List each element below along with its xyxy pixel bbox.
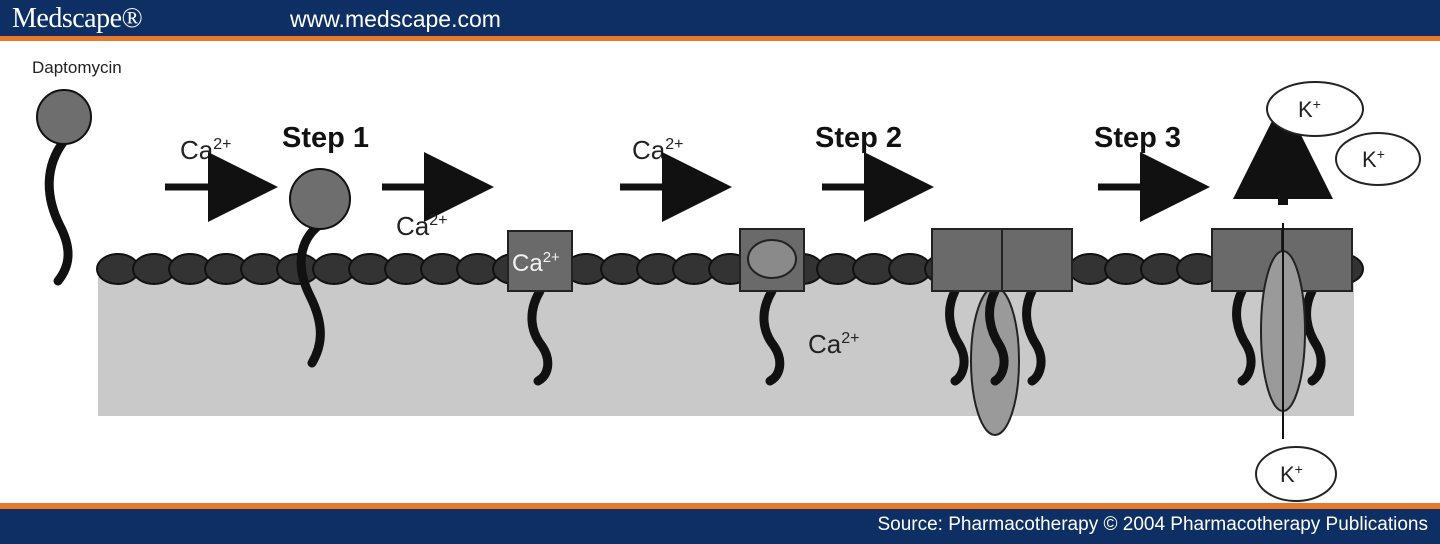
header-stripe xyxy=(0,36,1440,41)
svg-text:K+: K+ xyxy=(1280,461,1303,487)
step1-label: Step 1 xyxy=(282,122,369,154)
daptomycin-label: Daptomycin xyxy=(32,58,122,77)
ca-complex xyxy=(507,230,573,292)
svg-text:K+: K+ xyxy=(1362,146,1385,172)
source-credit: Source: Pharmacotherapy © 2004 Pharmacot… xyxy=(877,514,1428,535)
svg-text:K+: K+ xyxy=(1298,96,1321,122)
k-ion-top: K+ xyxy=(1266,81,1364,137)
ca-label-3: Ca2+ xyxy=(632,135,684,165)
header-bar: Medscape® www.medscape.com xyxy=(0,0,1440,36)
brand-logo: Medscape® xyxy=(12,3,143,34)
step3-label: Step 3 xyxy=(1094,122,1181,154)
footer-bar: Source: Pharmacotherapy © 2004 Pharmacot… xyxy=(0,509,1440,544)
free-daptomycin xyxy=(36,89,92,286)
step2-label: Step 2 xyxy=(815,122,902,154)
ca-label-1: Ca2+ xyxy=(180,135,232,165)
membrane-interior xyxy=(98,277,1354,416)
k-ion-right: K+ xyxy=(1335,132,1421,186)
k-ion-bottom: K+ xyxy=(1255,446,1337,502)
ion-channel xyxy=(1211,223,1353,439)
footer-stripe xyxy=(0,503,1440,509)
ca-complex-label: Ca2+ xyxy=(512,249,560,277)
oligomer-complex xyxy=(931,228,1073,436)
ca-label-2: Ca2+ xyxy=(396,211,448,241)
conformation-core xyxy=(747,239,797,279)
ca-label-inner: Ca2+ xyxy=(808,329,860,359)
bound-daptomycin xyxy=(289,168,351,368)
tail-conformation xyxy=(759,286,785,386)
daptomycin-mechanism-diagram: Daptomycin Ca2+ Step 1 Ca2+ Ca2+ Ca2+ Ca… xyxy=(32,58,1421,502)
header-url[interactable]: www.medscape.com xyxy=(290,6,501,32)
tail-ca-complex xyxy=(527,286,553,386)
membrane-bead-layer xyxy=(96,253,1364,285)
